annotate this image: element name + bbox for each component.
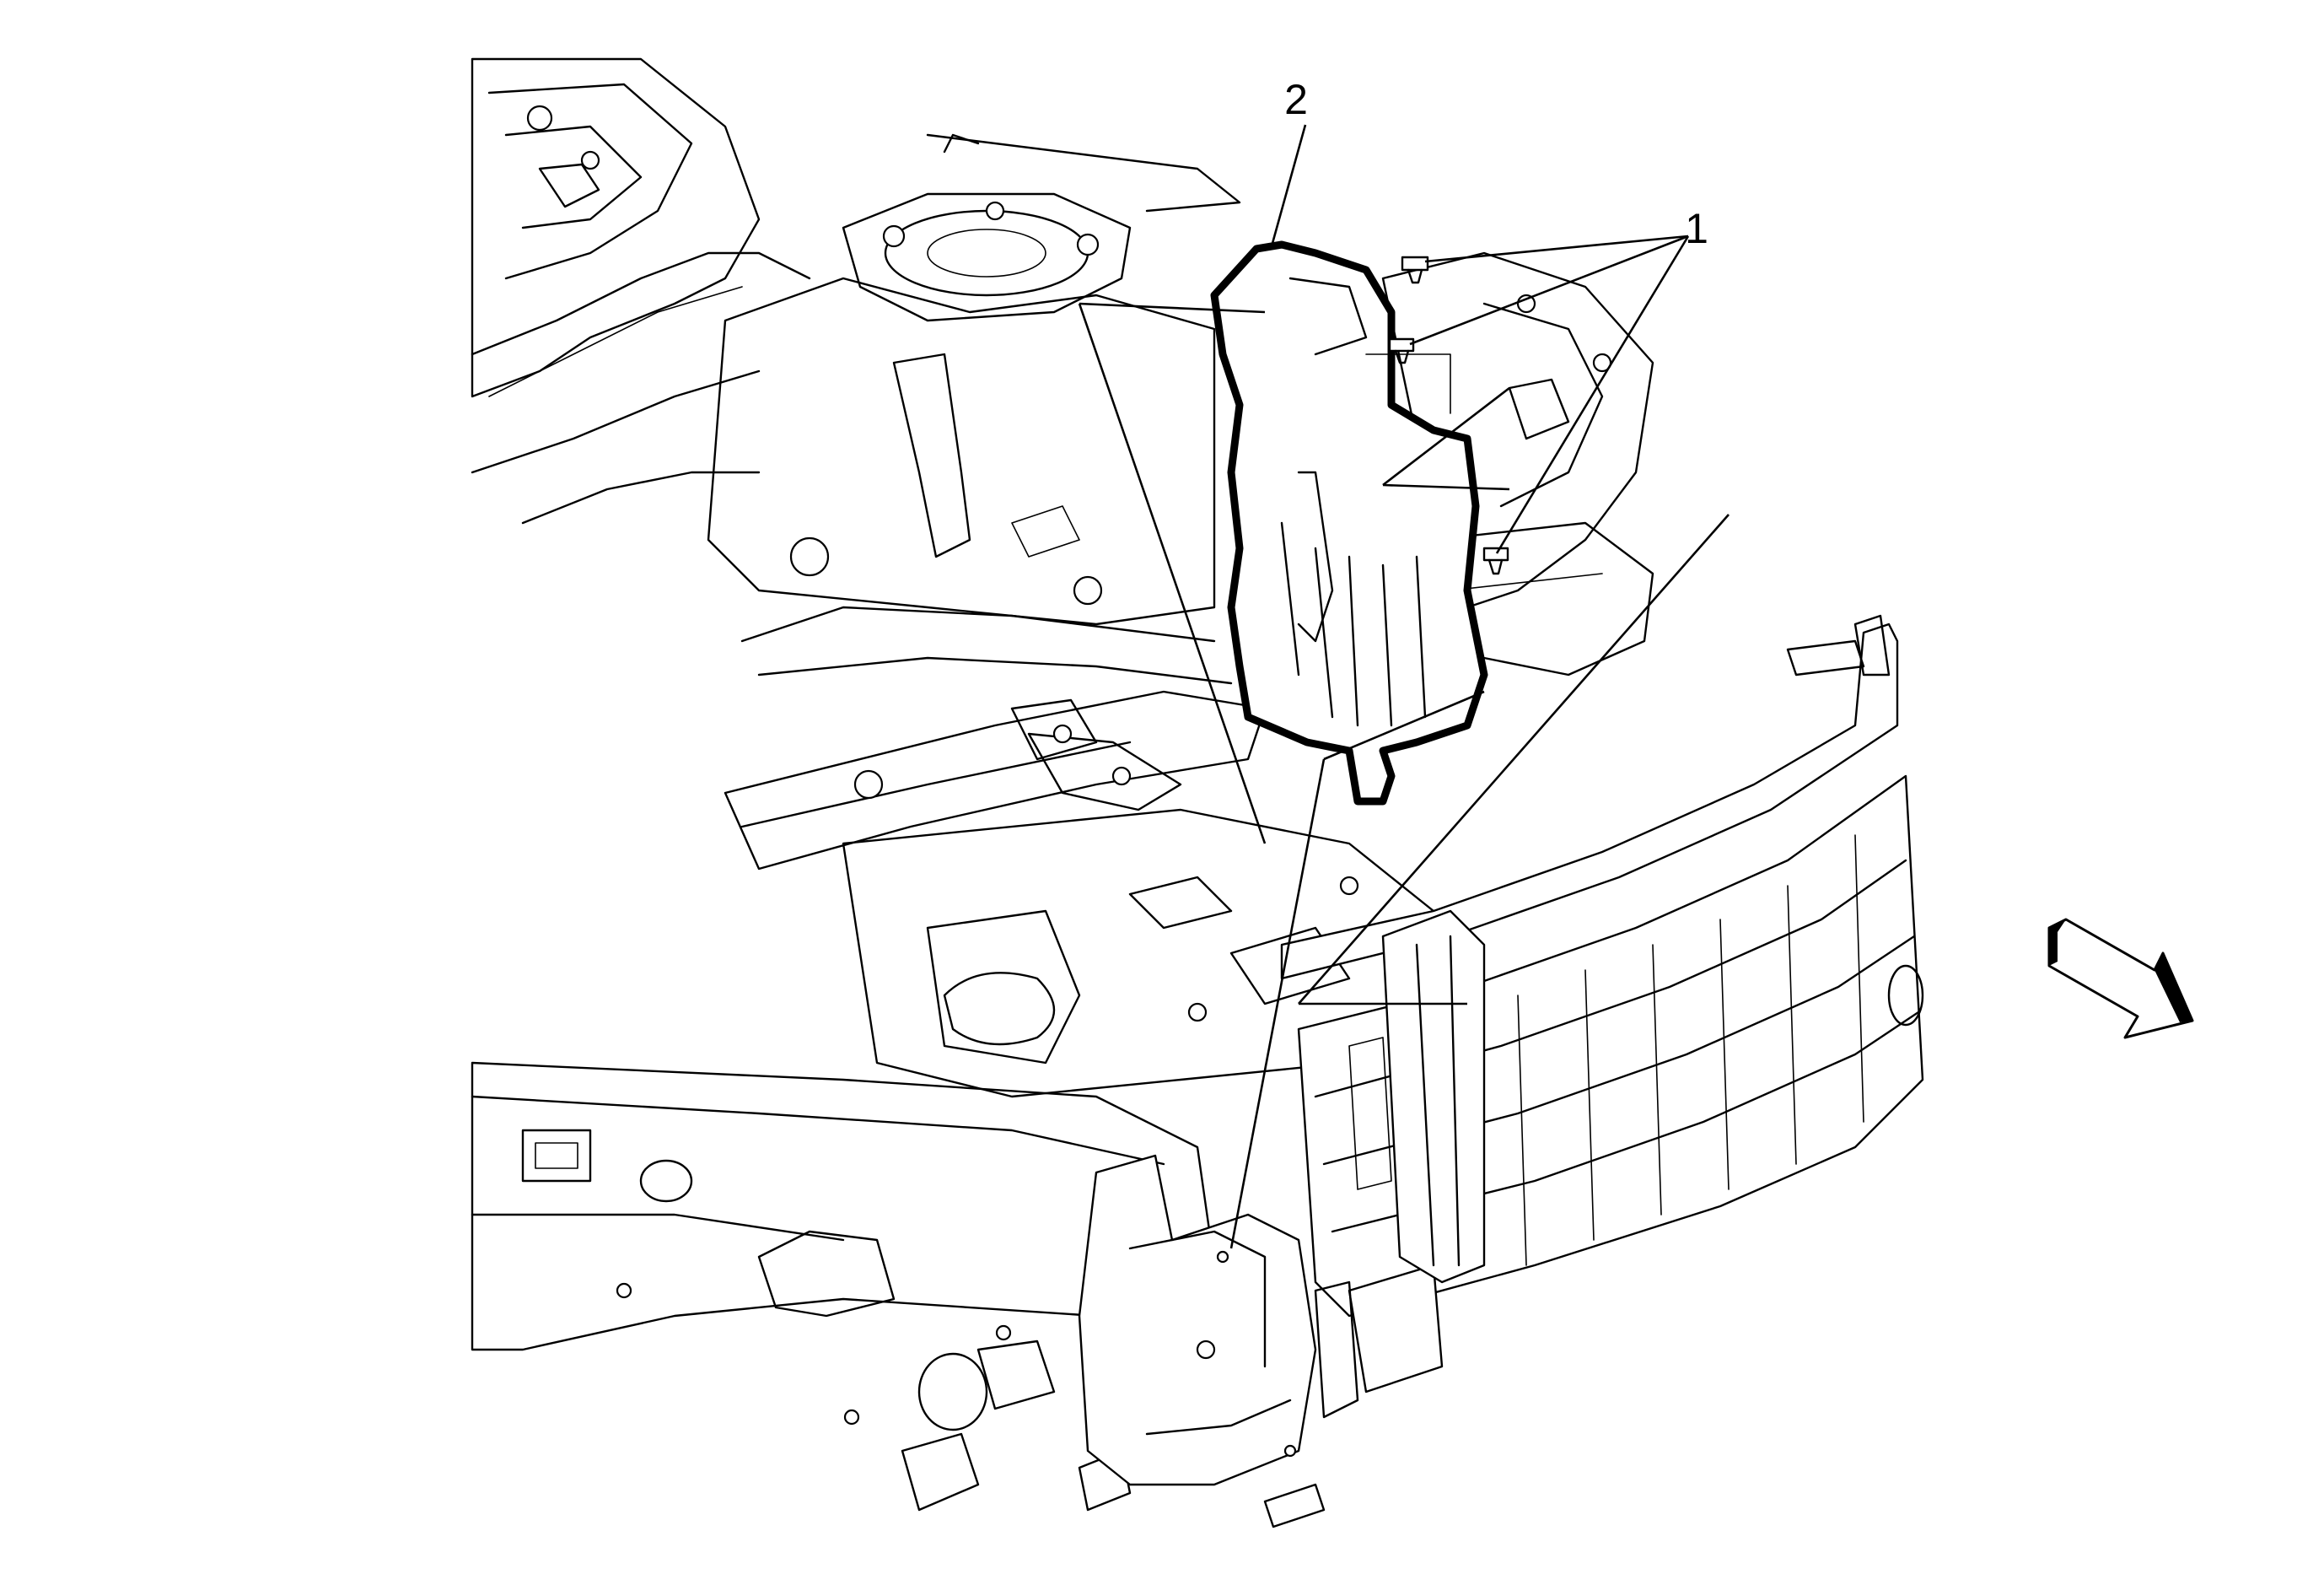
highlighted-component: [1210, 240, 1488, 806]
fastener-lower: [1482, 547, 1509, 575]
wheelhouse-apron: [707, 277, 1233, 685]
right-strut-tower: [1381, 251, 1654, 676]
crush-can-bracket: [1078, 1154, 1444, 1528]
callout-label-1: 1: [1685, 205, 1708, 252]
fastener-upper: [1401, 256, 1429, 284]
left-strut-tower: [471, 57, 811, 525]
view-direction-arrow-icon: [2047, 918, 2194, 1039]
left-frame-rail: [471, 1061, 1216, 1512]
upper-tie-bar: [724, 690, 1267, 871]
strut-mount: [842, 133, 1241, 322]
callout-label-2: 2: [1284, 76, 1308, 123]
callout-leaders: [1078, 124, 1730, 1249]
fastener-middle: [1388, 337, 1415, 364]
